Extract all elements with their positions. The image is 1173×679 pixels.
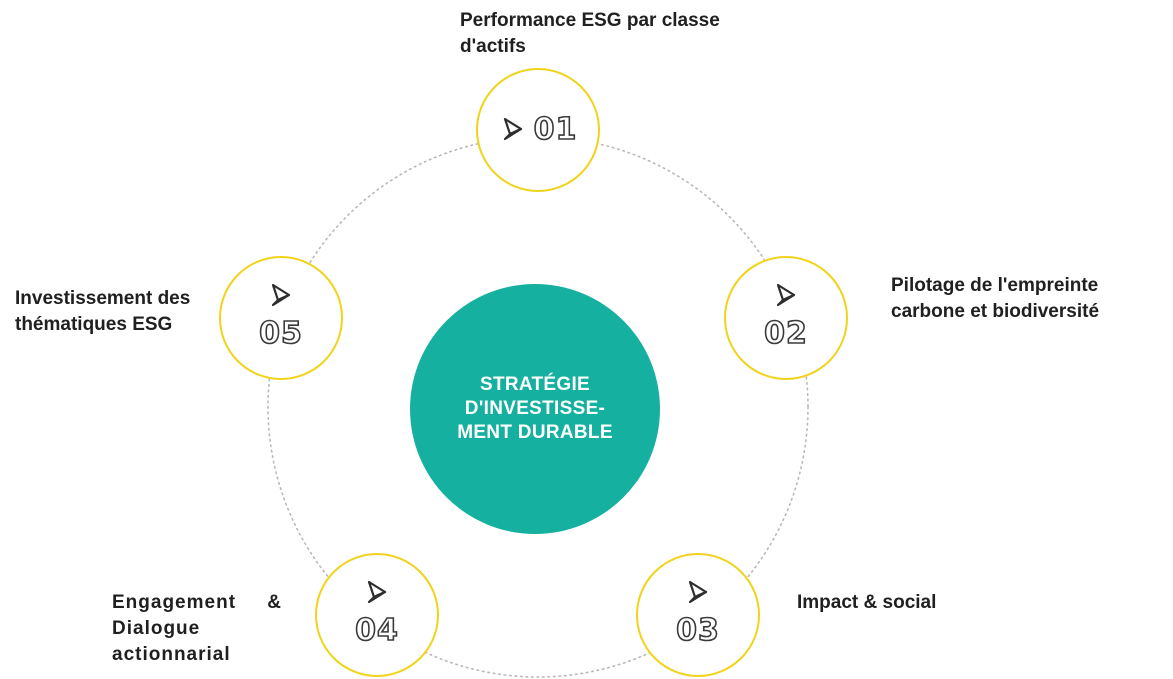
chevron-arrow-icon (688, 580, 708, 604)
step-number: 05 (258, 316, 303, 351)
chevron-arrow-icon (776, 283, 796, 307)
step-node-01: 01 (476, 68, 600, 192)
step-label-02: Pilotage de l'empreinte carbone et biodi… (891, 275, 1100, 322)
chevron-arrow-icon (367, 580, 387, 604)
step-node-04: 04 (315, 553, 439, 677)
chevron-arrow-icon (503, 117, 522, 141)
step-label-03: Impact & social (797, 592, 937, 613)
step-node-05: 05 (219, 256, 343, 380)
center-title: STRATÉGIE D'INVESTISSE-MENT DURABLE (457, 374, 613, 443)
step-node-03: 03 (636, 553, 760, 677)
step-label-05: Investissement des thématiques ESG (15, 288, 191, 335)
step-number: 04 (354, 613, 399, 648)
step-number: 02 (763, 316, 808, 351)
step-label-04: Engagement & Dialogue actionnarial (112, 592, 282, 665)
step-label-01: Performance ESG par classe d'actifs (460, 10, 720, 57)
center-circle: STRATÉGIE D'INVESTISSE-MENT DURABLE (410, 284, 660, 534)
step-node-02: 02 (724, 256, 848, 380)
step-number: 03 (675, 613, 720, 648)
step-number: 01 (533, 112, 578, 147)
chevron-arrow-icon (271, 283, 291, 307)
